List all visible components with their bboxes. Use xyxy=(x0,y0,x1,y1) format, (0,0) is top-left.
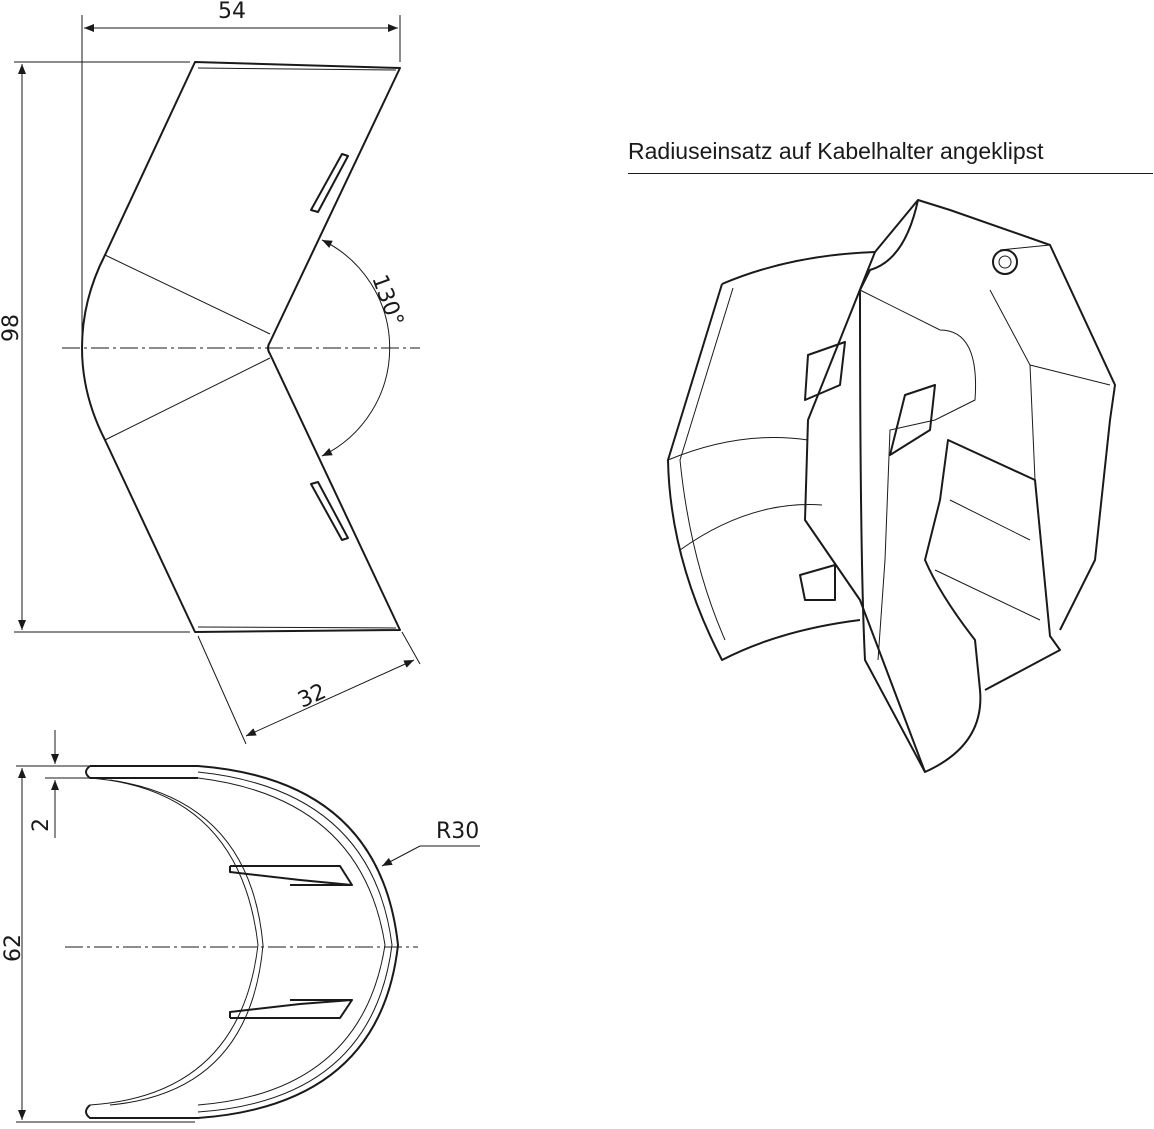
dim-angle: 130° xyxy=(366,272,408,330)
iso-view xyxy=(667,199,1116,773)
dim-54: 54 xyxy=(218,0,246,24)
top-view: 54 98 130° 32 xyxy=(0,0,421,745)
iso-view-title: Radiuseinsatz auf Kabelhalter angeklipst xyxy=(628,138,1153,174)
dim-98: 98 xyxy=(0,314,24,342)
dim-32: 32 xyxy=(294,679,330,713)
side-view: 62 2 R30 xyxy=(1,730,480,1123)
dim-2: 2 xyxy=(29,818,54,832)
dim-r30: R30 xyxy=(436,819,479,844)
dim-62: 62 xyxy=(1,934,26,962)
